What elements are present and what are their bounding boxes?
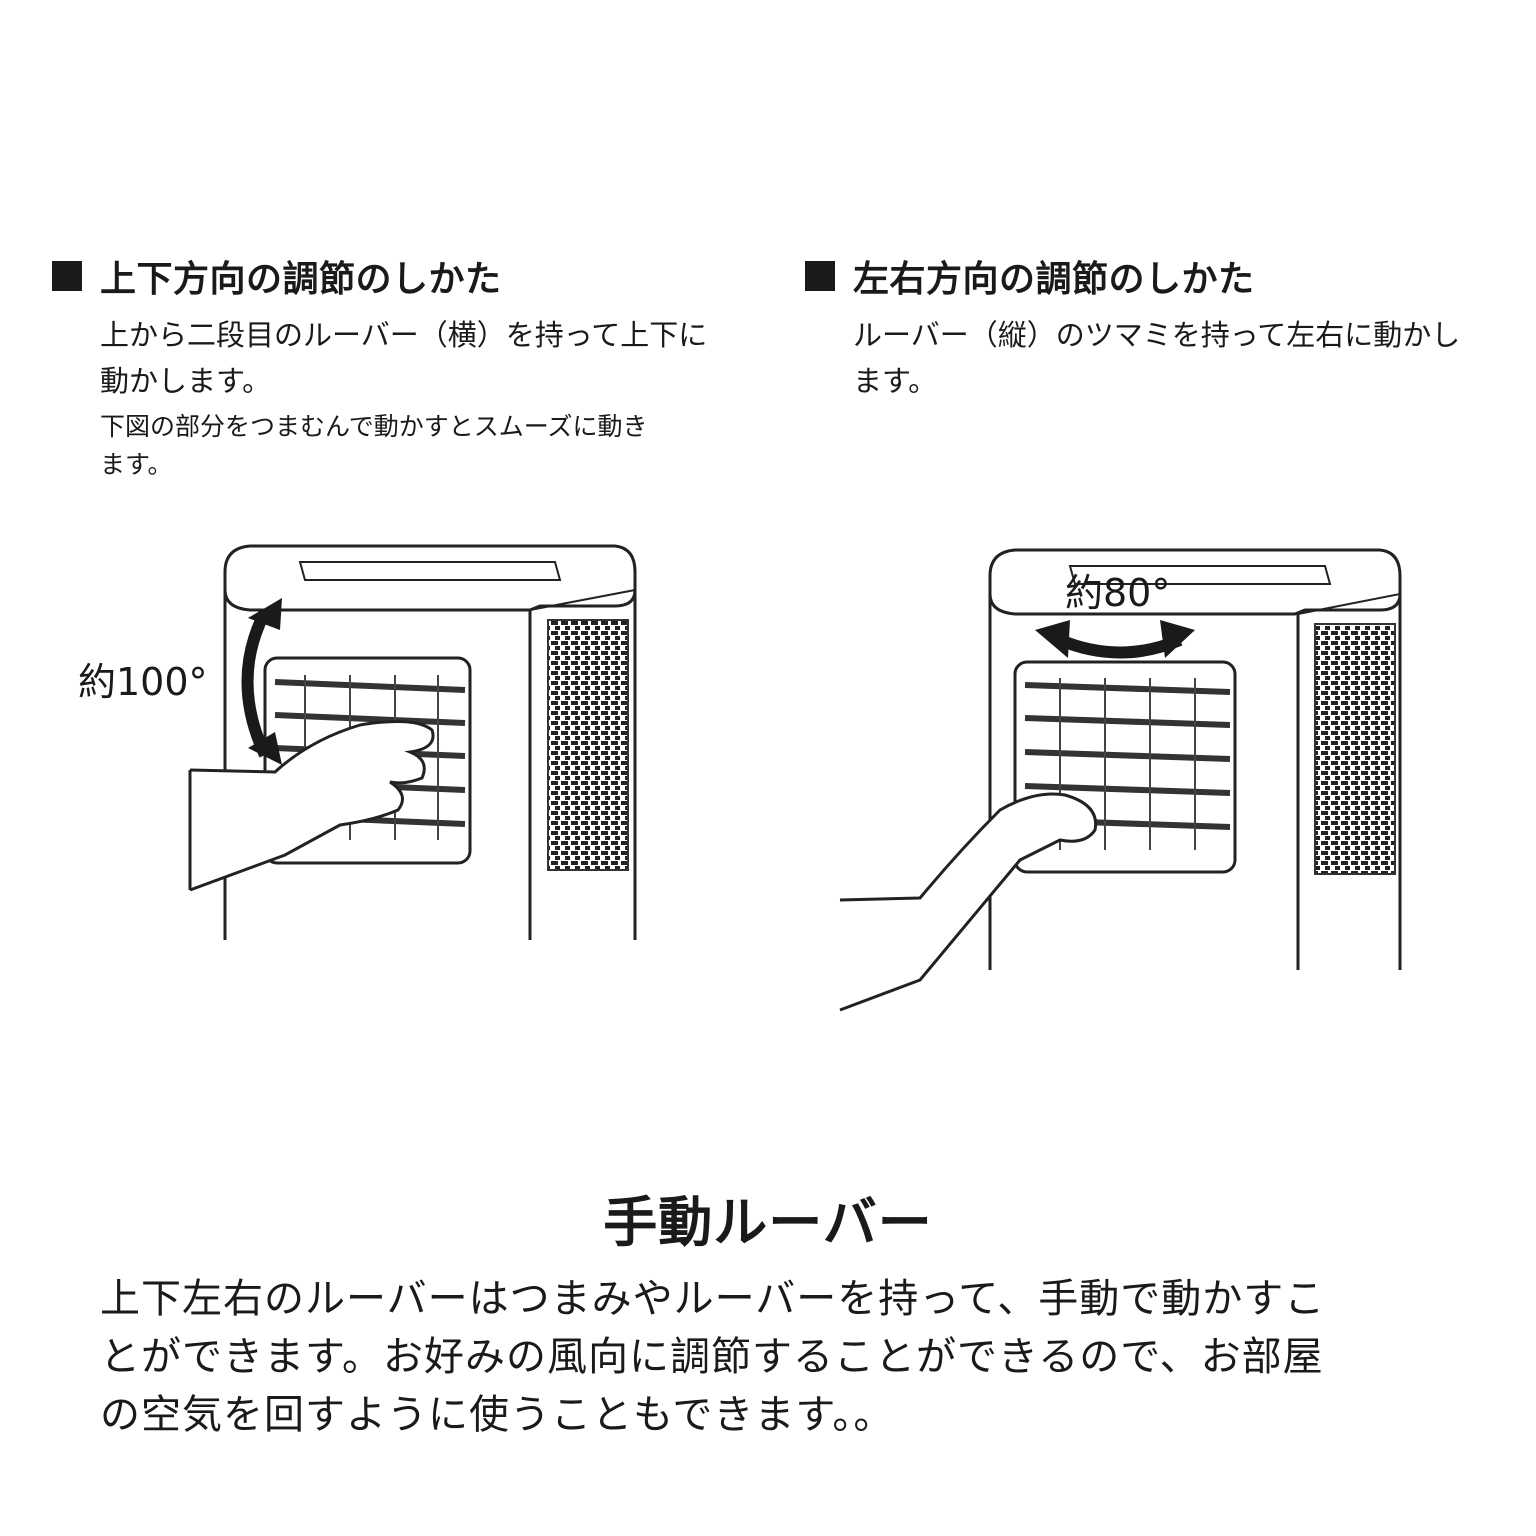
horizontal-adjust-section: 左右方向の調節のしかた ルーバー（縦）のツマミを持って左右に動かし ます。 [805, 252, 1505, 404]
main-description: 上下左右のルーバーはつまみやルーバーを持って、手動で動かすこ とができます。お好… [100, 1270, 1450, 1444]
heading-text: 左右方向の調節のしかた [853, 259, 1255, 300]
description-line: 上下左右のルーバーはつまみやルーバーを持って、手動で動かすこ [100, 1276, 1326, 1322]
description-line: の空気を回すように使うこともできます。。 [100, 1392, 895, 1438]
main-title: 手動ルーバー [603, 1191, 933, 1254]
description-line: とができます。お好みの風向に調節することができるので、お部屋 [100, 1334, 1324, 1380]
note-line: 下図の部分をつまむんで動かすとスムーズに動き [100, 412, 648, 441]
horizontal-angle-label: 約80° [1065, 571, 1170, 615]
vertical-adjust-body: 上から二段目のルーバー（横）を持って上下に 動かします。 [100, 312, 752, 404]
vertical-adjust-note: 下図の部分をつまむんで動かすとスムーズに動き ます。 [100, 408, 752, 484]
horizontal-adjust-body: ルーバー（縦）のツマミを持って左右に動かし ます。 [853, 312, 1505, 404]
horizontal-adjust-heading: 左右方向の調節のしかた [805, 252, 1505, 300]
square-bullet-icon [805, 261, 835, 291]
vertical-adjust-section: 上下方向の調節のしかた 上から二段目のルーバー（横）を持って上下に 動かします。… [52, 252, 752, 484]
horizontal-louver-illustration: 約80° [839, 548, 1402, 1012]
vertical-louver-illustration: 約100° [78, 544, 637, 940]
vertical-angle-label: 約100° [78, 660, 208, 704]
note-line: ます。 [100, 450, 173, 479]
body-line: ルーバー（縦）のツマミを持って左右に動かし [853, 318, 1461, 352]
body-line: 動かします。 [100, 364, 272, 398]
body-line: 上から二段目のルーバー（横）を持って上下に [100, 318, 708, 352]
vertical-adjust-heading: 上下方向の調節のしかた [52, 252, 752, 300]
body-line: ます。 [853, 364, 938, 398]
heading-text: 上下方向の調節のしかた [100, 259, 502, 300]
square-bullet-icon [52, 261, 82, 291]
